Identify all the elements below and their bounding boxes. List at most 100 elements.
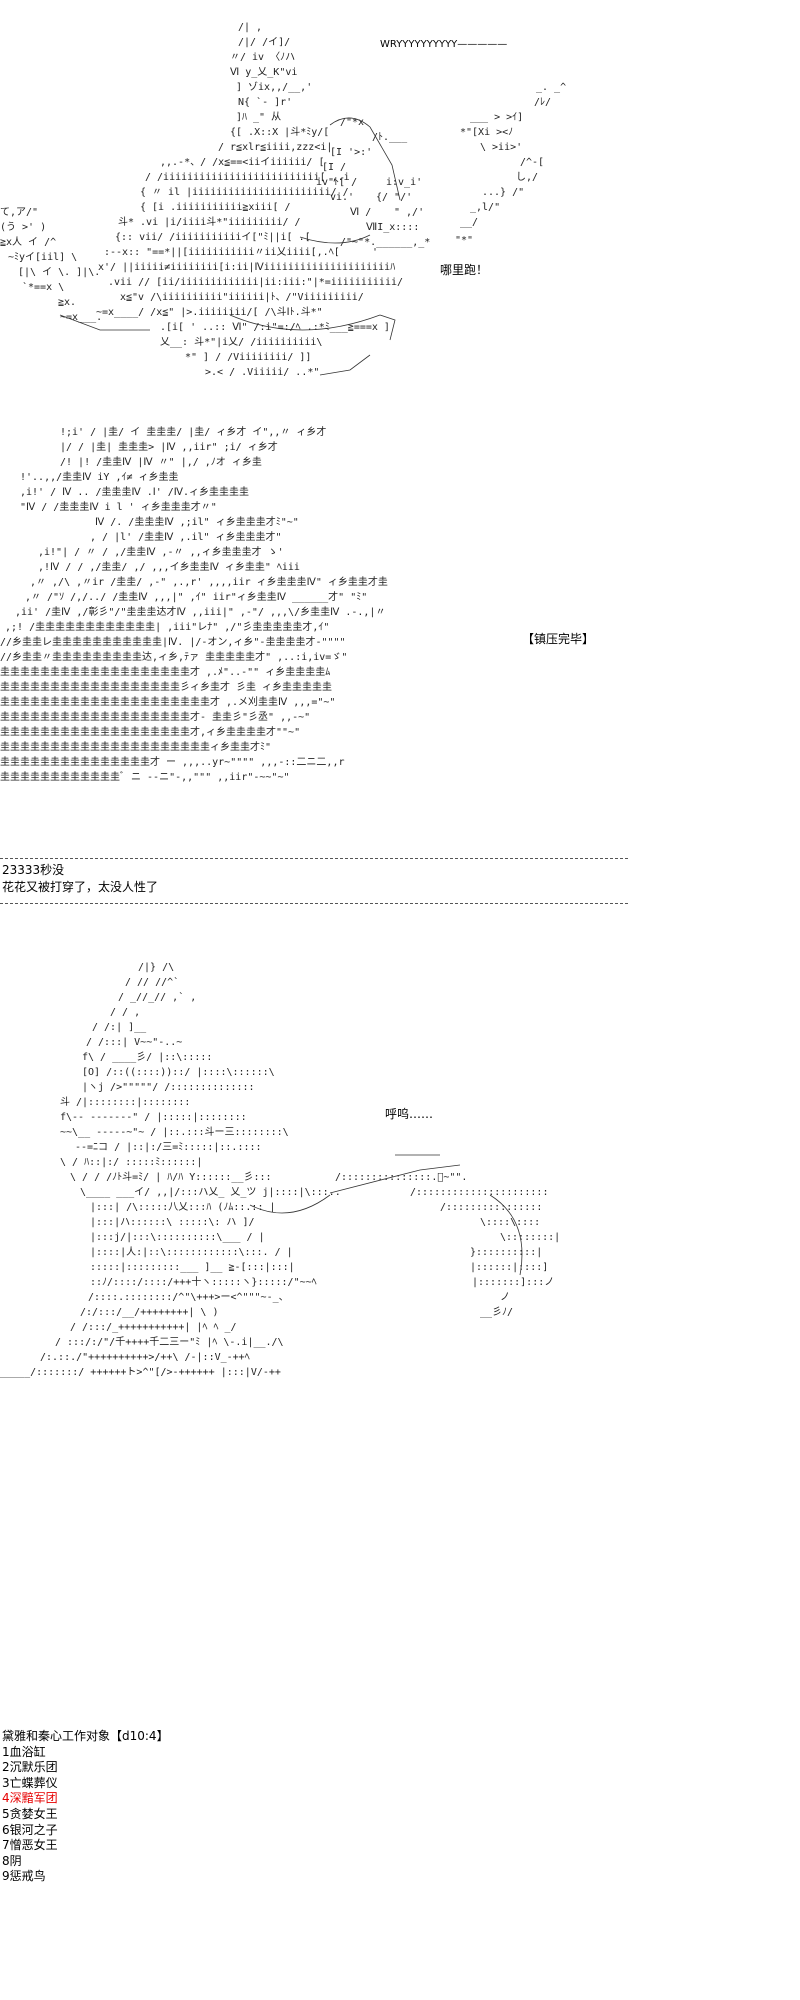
list-item: 6银河之子 bbox=[2, 1822, 58, 1837]
svg-text:~=x___.: ~=x___. bbox=[60, 312, 102, 323]
svg-text:,;! /圭圭圭圭圭圭圭圭圭圭圭圭| ,iii"レﾅ": ,;! /圭圭圭圭圭圭圭圭圭圭圭圭| ,iii"レﾅ" ,/"彡圭圭圭圭圭才,ｲ… bbox=[5, 620, 329, 633]
divider-bottom bbox=[0, 903, 628, 904]
svg-text:/::::.::::::::/^"\+++>ー<^"""~-: /::::.::::::::/^"\+++>ー<^"""~-_、 bbox=[88, 1292, 289, 1303]
svg-text:N{ `- ]r': N{ `- ]r' bbox=[238, 96, 292, 108]
ascii-art-panel-2: !;i' / |圭/ イ 圭圭圭/ |圭/ ィ乡才 イ",,〃 ィ乡才 |/ /… bbox=[0, 420, 600, 800]
svg-text:/ /iiiiiiiiiiiiiiiiiiiiiiiiii: / /iiiiiiiiiiiiiiiiiiiiiiiiii[ ,.i bbox=[145, 172, 350, 183]
list-item: 9惩戒鸟 bbox=[2, 1869, 46, 1884]
svg-text:.[i[ ' ..:: Ⅵ" /:i"=:/ﾍ .:*ﾐ_: .[i[ ' ..:: Ⅵ" /:i"=:/ﾍ .:*ﾐ___≧===x ] bbox=[160, 322, 390, 333]
svg-text:|:::::::]:::ノ: |:::::::]:::ノ bbox=[472, 1277, 554, 1288]
svg-text:圭圭圭圭圭圭圭圭圭圭圭圭圭圭圭圭圭圭圭圭圭ィ乡圭圭才ﾐ": 圭圭圭圭圭圭圭圭圭圭圭圭圭圭圭圭圭圭圭圭圭ィ乡圭圭才ﾐ" bbox=[0, 740, 271, 753]
svg-text:/^-[: /^-[ bbox=[520, 157, 544, 168]
comment-line-1: 23333秒没 bbox=[2, 863, 65, 877]
svg-text://乡圭圭レ圭圭圭圭圭圭圭圭圭圭圭|Ⅳ. |/-オン,ィ乡": //乡圭圭レ圭圭圭圭圭圭圭圭圭圭圭|Ⅳ. |/-オン,ィ乡"-圭圭圭圭才-"""… bbox=[0, 635, 346, 648]
svg-text:f\ / ____彡/ |::\::::: f\ / ____彡/ |::\::::: bbox=[82, 1052, 212, 1063]
svg-text:{ 〃 il |iiiiiiiiiiiiiiiiiiiii: { 〃 il |iiiiiiiiiiiiiiiiiiiiiii/ / bbox=[140, 187, 349, 198]
svg-text:[|\ イ \. ]|\.: [|\ イ \. ]|\. bbox=[18, 267, 100, 278]
list-item-selected: 4深黯军团 bbox=[2, 1791, 58, 1806]
svg-text:|:::|ハ::::::\ :::::\:: |:::|ハ::::::\ :::::\: ハ ]/ bbox=[90, 1217, 255, 1228]
svg-text:': ' bbox=[372, 247, 378, 258]
panel-1-caption: 哪里跑！ bbox=[440, 263, 489, 277]
svg-text:\____ ___イ/ ,,|/:::ハ乂_ 乂_ツ: \____ ___イ/ ,,|/:::ハ乂_ 乂_ツ j|::::|\:::.. bbox=[80, 1187, 341, 1198]
svg-text:/|} /\: /|} /\ bbox=[138, 962, 174, 973]
svg-text:/ // //^`: / // //^` bbox=[125, 976, 179, 988]
svg-text:[O] /::((::::))::/ |::::\: [O] /::((::::))::/ |::::\::::::\ bbox=[82, 1067, 275, 1078]
svg-text::--x:: "==*||[iiiiiiiiiii〃ii乂: :--x:: "==*||[iiiiiiiiiii〃ii乂iiii[,.ﾍ[ bbox=[104, 247, 340, 258]
svg-text:/"*x: /"*x bbox=[340, 117, 364, 128]
svg-text:/ /:::/_+++++++++++| |ﾍ: / /:::/_+++++++++++| |ﾍ ﾍ _/ bbox=[70, 1322, 237, 1333]
svg-text:|:::| /\:::::八乂:::ﾊ: |:::| /\:::::八乂:::ﾊ (ﾉﾑ::.:: | bbox=[90, 1202, 276, 1213]
svg-text:/ /:::| V~~"-..~: / /:::| V~~"-..~ bbox=[86, 1037, 182, 1048]
svg-text:/::::::::::::::::::::::: /:::::::::::::::::::::: bbox=[410, 1187, 548, 1198]
svg-text:vi.': vi.' bbox=[330, 192, 354, 203]
svg-text:/ﾚ/: /ﾚ/ bbox=[534, 97, 551, 108]
svg-text:{/ "/': {/ "/' bbox=[376, 192, 412, 203]
svg-text:, / |l' /圭圭Ⅳ ,.il: , / |l' /圭圭Ⅳ ,.il" ィ乡圭圭圭才" bbox=[90, 530, 282, 543]
svg-text:斗* .vi |i/iiii斗*"iiiiiiiii/ /: 斗* .vi |i/iiii斗*"iiiiiiiii/ / bbox=[118, 216, 301, 228]
svg-text:/::::::::::::::::: /:::::::::::::::: bbox=[440, 1202, 542, 1213]
svg-text:/! |! /圭圭: /! |! /圭圭Ⅳ |Ⅳ 〃" |,/ ,ﾉオ ィ乡圭 bbox=[60, 455, 262, 468]
ascii-art-panel-3: /|} /\ / // //^` / _//_// ,` , / / , / /… bbox=[0, 955, 600, 1385]
svg-text:*"[Xi ><ﾉ: *"[Xi ><ﾉ bbox=[460, 127, 513, 138]
svg-text:iv"ﾄ[ /: iv"ﾄ[ / bbox=[316, 177, 357, 188]
svg-text:(う >' ): (う >' ) bbox=[0, 221, 46, 233]
svg-text:,〃 ,/\ ,〃ir /圭圭/ ,-": ,〃 ,/\ ,〃ir /圭圭/ ,-" ,.,r' ,,,,iir ィ乡圭圭圭… bbox=[30, 575, 388, 588]
svg-text:Ⅵ y_乂_K"vi: Ⅵ y_乂_K"vi bbox=[230, 67, 297, 78]
panel-2-caption: 【镇压完毕】 bbox=[522, 632, 595, 646]
svg-text:i:v_i': i:v_i' bbox=[386, 177, 422, 188]
svg-text:___ > >ｲ]: ___ > >ｲ] bbox=[470, 112, 523, 123]
svg-text:{:: vii/ /iiiiiiiiiiiイ["ﾐ||: {:: vii/ /iiiiiiiiiiiイ["ﾐ||i[ .[ bbox=[115, 232, 311, 243]
svg-text:/:.::./"++++++++++>/++\ /-: /:.::./"++++++++++>/++\ /-|::V_-++ﾍ bbox=[40, 1352, 250, 1363]
svg-text:圭圭圭圭圭圭圭圭圭圭圭圭圭圭圭圭圭圭圭圭圭才 ,.: 圭圭圭圭圭圭圭圭圭圭圭圭圭圭圭圭圭圭圭圭圭才 ,.メ刈圭圭Ⅳ ,,,="~" bbox=[0, 695, 335, 708]
svg-text:Ⅵ /: Ⅵ / bbox=[350, 207, 371, 218]
svg-text:.vii // [ii/iiiiiiiiiiiii|ii:: .vii // [ii/iiiiiiiiiiiii|ii:iii:"|*=iii… bbox=[108, 277, 403, 288]
svg-text:f\-- -------" / |::::: f\-- -------" / |:::::|:::::::: bbox=[60, 1112, 247, 1123]
svg-text:__彡ﾉ/: __彡ﾉ/ bbox=[480, 1307, 513, 1318]
svg-text:て,ア/": て,ア/" bbox=[0, 207, 38, 218]
svg-text:|:::j/|:::\::::::::::\___: |:::j/|:::\::::::::::\___ / | bbox=[90, 1232, 265, 1243]
svg-text:`*==x \: `*==x \ bbox=[22, 281, 64, 293]
list-item: 8阴 bbox=[2, 1853, 22, 1868]
svg-text:ⅦI_x::::: ⅦI_x:::: bbox=[366, 222, 419, 233]
svg-text:,〃 /"ｿ /,/../ /圭圭Ⅳ ,,,|" ,ｲ: ,〃 /"ｿ /,/../ /圭圭Ⅳ ,,,|" ,ｲ" iir"ィ乡圭圭Ⅳ _… bbox=[25, 590, 367, 603]
svg-text:圭圭圭圭圭圭圭圭圭圭圭圭ﾞ ニ --ニ"-,,""": 圭圭圭圭圭圭圭圭圭圭圭圭ﾞ ニ --ニ"-,,""" ,,iir"-~~"~" bbox=[0, 770, 290, 783]
svg-text:>.< / .Viiiii/ ..*": >.< / .Viiiii/ ..*" bbox=[205, 367, 319, 378]
svg-text:\ >ii>': \ >ii>' bbox=[480, 142, 522, 153]
svg-text:し,/: し,/ bbox=[516, 171, 538, 183]
ascii-art-panel-1-figure: /| , /|/ /イ]/ 〃/ iv 〈ﾉハ Ⅵ y_乂_K"vi ] ゾix… bbox=[0, 22, 566, 378]
svg-text:_____/:::::::/ ++++++ト>^"[/>-+: _____/:::::::/ ++++++ト>^"[/>-++++++ |:::… bbox=[0, 1367, 281, 1378]
svg-text:圭圭圭圭圭圭圭圭圭圭圭圭圭圭圭圭圭圭圭才 ,.ﾒ".: 圭圭圭圭圭圭圭圭圭圭圭圭圭圭圭圭圭圭圭才 ,.ﾒ"..-"" ィ乡圭圭圭圭ﾑ bbox=[0, 665, 330, 678]
svg-text:!;i' / |圭/ イ 圭: !;i' / |圭/ イ 圭圭圭/ |圭/ ィ乡才 イ",,〃 ィ乡才 bbox=[60, 425, 326, 438]
svg-text:~ﾐyイ[iil] \: ~ﾐyイ[iil] \ bbox=[8, 252, 77, 263]
svg-text:圭圭圭圭圭圭圭圭圭圭圭圭圭圭圭圭圭圭圭才,ィ乡圭圭圭圭才"": 圭圭圭圭圭圭圭圭圭圭圭圭圭圭圭圭圭圭圭才,ィ乡圭圭圭圭才""~" bbox=[0, 725, 300, 738]
svg-text:Ⅳ /. /圭圭圭Ⅳ ,;il: Ⅳ /. /圭圭圭Ⅳ ,;il" ィ乡圭圭圭才ﾐ"~" bbox=[95, 515, 299, 528]
list-item: 5贪婪女王 bbox=[2, 1806, 58, 1821]
svg-text:\::::::::|: \::::::::| bbox=[500, 1232, 560, 1243]
svg-text:]ﾊ _" 从: ]ﾊ _" 从 bbox=[236, 112, 281, 123]
svg-text:__/: __/ bbox=[460, 217, 478, 228]
svg-text:\::::\::::: \::::\:::: bbox=[480, 1217, 540, 1228]
svg-text:\ / / /ﾉﾄ斗=ﾐ/ |: \ / / /ﾉﾄ斗=ﾐ/ | ﾊ/ﾊ Y::::::__彡::: bbox=[70, 1171, 272, 1183]
svg-text:〃/ iv 〈ﾉハ: 〃/ iv 〈ﾉハ bbox=[230, 51, 295, 63]
svg-text:_,l/": _,l/" bbox=[470, 202, 500, 213]
svg-text:] ゾix,,/__,': ] ゾix,,/__,' bbox=[236, 81, 312, 93]
svg-text:,,.-*、/ /x≦==<iiイiiiiii/ [: ,,.-*、/ /x≦==<iiイiiiiii/ [ bbox=[160, 157, 325, 168]
shout-text: WRYYYYYYYYYY————— bbox=[380, 39, 508, 50]
list-item: 7憎恶女王 bbox=[2, 1838, 58, 1853]
panel-3-caption: 呼呜…… bbox=[385, 1107, 434, 1121]
svg-text:/ / ,: / / , bbox=[110, 1007, 140, 1018]
svg-text:"*": "*" bbox=[455, 235, 473, 246]
svg-text:{ [i .iiiiiiiiiii≧xiii[ /: { [i .iiiiiiiiiii≧xiii[ / bbox=[140, 202, 291, 213]
svg-text:斗 /|::::::: 斗 /|::::::::|:::::::: bbox=[60, 1096, 190, 1108]
svg-text:--=ﾆコ / |::|:/三=ﾐ: --=ﾆコ / |::|:/三=ﾐ:::::|::.:::: bbox=[75, 1142, 262, 1153]
svg-text:/ﾄ.___: /ﾄ.___ bbox=[372, 132, 408, 143]
svg-text:/ :::/:/"/千++++千二三ー"ﾐ: / :::/:/"/千++++千二三ー"ﾐ |ﾍ \-.i|__./\ bbox=[55, 1336, 284, 1348]
svg-text:}::::::::::|: }::::::::::| bbox=[470, 1247, 542, 1258]
svg-text:\ / ﾊ::|:/: \ / ﾊ::|:/ :::::ﾐ::::::| bbox=[60, 1157, 202, 1168]
list-item: 1血浴缸 bbox=[2, 1744, 46, 1759]
page: /| , /|/ /イ]/ 〃/ iv 〈ﾉハ Ⅵ y_乂_K"vi ] ゾix… bbox=[0, 22, 628, 1884]
svg-text:,!Ⅳ / / ,/圭圭/: ,!Ⅳ / / ,/圭圭/ ,/ ,,,イ乡圭圭Ⅳ ィ乡圭圭" ﾍiii bbox=[38, 560, 300, 573]
svg-text:|ヽj />"""""/ /:::::::::: |ヽj />"""""/ /:::::::::::::: bbox=[82, 1082, 255, 1093]
svg-text:x'/ ||iiiii≠iiiiiiii[i:ii|Ⅳii: x'/ ||iiiii≠iiiiiiii[i:ii|Ⅳiiiiiiiiiiiii… bbox=[98, 262, 395, 273]
svg-text:ノ: ノ bbox=[500, 1292, 510, 1303]
